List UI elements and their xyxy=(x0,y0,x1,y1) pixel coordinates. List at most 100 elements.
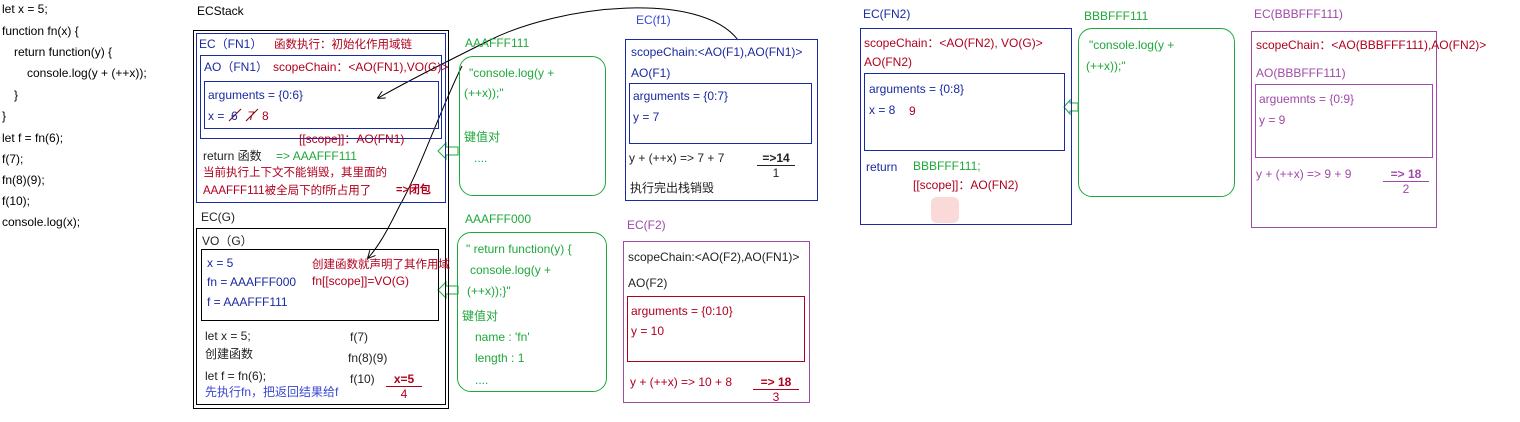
ec-f2-box xyxy=(623,241,810,403)
fn1-return-value: => AAAFFF111 xyxy=(276,149,357,163)
fn-scope-note: fn[[scope]]=VO(G) xyxy=(312,274,410,288)
ec-f1-ao: AO(F1) xyxy=(631,66,671,80)
ao-fn1-arguments: arguments = {0:6} xyxy=(208,88,304,102)
ec-f2-expr: y + (++x) => 10 + 8 xyxy=(630,375,733,389)
code-line: fn(8)(9); xyxy=(2,173,45,187)
vo-g-box xyxy=(201,249,439,321)
ao-fn1-scope-chain: scopeChain：<AO(FN1),VO(G)> xyxy=(273,60,449,74)
heap-000-title: AAAFFF000 xyxy=(465,212,532,226)
ec-bbb-result-den: 2 xyxy=(1402,182,1410,196)
ec-f1-scope-chain: scopeChain:<AO(F1),AO(FN1)> xyxy=(631,45,803,59)
g-call: fn(8)(9) xyxy=(348,351,388,365)
ec-fn1-note: 函数执行：初始化作用域链 xyxy=(274,39,412,51)
ec-f1-arguments: arguments = {0:7} xyxy=(633,89,729,103)
ao-fn1-vars-box xyxy=(204,81,439,129)
ec-fn2-ao-box xyxy=(864,73,1065,151)
heap-111-code-2: (++x));" xyxy=(464,86,504,100)
scope-arrow-f1 xyxy=(378,7,739,98)
ao-fn1-scope-note: [[scope]]：AO(FN1) xyxy=(299,132,405,146)
ec-f2-arguments: arguments = {0:10} xyxy=(631,304,733,318)
ec-f2-result-num: => 18 xyxy=(753,375,799,390)
heap-000-box xyxy=(457,232,607,392)
code-line: } xyxy=(14,88,19,102)
ecstack-box xyxy=(193,30,449,409)
code-line: let f = fn(6); xyxy=(2,131,64,145)
ec-g-box xyxy=(196,228,446,405)
code-line: return function(y) { xyxy=(14,45,113,59)
ao-fn1-x-old-1: 6 xyxy=(231,109,238,123)
ec-bbb-arguments: arguemnts = {0:9} xyxy=(1259,92,1355,106)
heap-bbb-title: BBBFFF111 xyxy=(1084,9,1149,23)
ecstack-title: ECStack xyxy=(197,4,244,18)
g-call: f(7) xyxy=(350,330,368,344)
create-function-note: 创建函数就声明了其作用域 xyxy=(312,259,450,271)
ec-fn2-title: EC(FN2) xyxy=(863,7,911,21)
g-result-num: x=5 xyxy=(386,372,422,387)
g-call: f(10) xyxy=(350,372,375,386)
ec-fn1-title: EC（FN1） xyxy=(199,37,263,51)
ec-bbb-box xyxy=(1251,31,1437,228)
vo-g-fn: fn = AAAFFF000 xyxy=(207,275,297,289)
ec-f1-title: EC(f1) xyxy=(636,13,671,27)
heap-000-code-3: (++x));}" xyxy=(467,284,511,298)
ec-bbb-y: y = 9 xyxy=(1259,113,1286,127)
g-result-den: 4 xyxy=(400,387,408,401)
code-line: f(10); xyxy=(2,194,31,208)
ec-fn2-scope-note: [[scope]]：AO(FN2) xyxy=(913,178,1019,192)
ec-f2-y: y = 10 xyxy=(631,324,665,338)
ec-f1-y: y = 7 xyxy=(633,110,660,124)
ec-f1-expr: y + (++x) => 7 + 7 xyxy=(629,151,725,165)
code-line: console.log(y + (++x)); xyxy=(27,66,147,80)
vo-g-f: f = AAAFFF111 xyxy=(207,295,288,309)
ec-fn2-x-new: 9 xyxy=(909,104,916,118)
search-icon xyxy=(931,197,959,223)
heap-000-code-1: " return function(y) { xyxy=(466,242,572,256)
closure-tag: =>闭包 xyxy=(396,184,431,196)
ec-fn2-scope-chain: scopeChain：<AO(FN2), VO(G)> xyxy=(864,36,1043,50)
heap-111-more: .... xyxy=(474,151,488,165)
heap-bbb-box xyxy=(1078,28,1235,197)
heap-000-name: name : 'fn' xyxy=(475,330,530,344)
heap-000-kv: 键值对 xyxy=(462,309,499,323)
code-line: console.log(x); xyxy=(2,215,81,229)
ec-bbb-title: EC(BBBFFF111) xyxy=(1254,7,1343,21)
ec-f2-result: => 18 3 xyxy=(753,375,799,404)
g-result-fraction: x=5 4 xyxy=(386,372,422,401)
ec-f1-note: 执行完出栈销毁 xyxy=(630,181,715,195)
fn1-return-label: return 函数 xyxy=(203,149,262,163)
heap-111-box xyxy=(459,56,606,196)
code-line: function fn(x) { xyxy=(2,24,79,38)
ec-fn2-arguments: arguments = {0:8} xyxy=(869,82,965,96)
ec-fn1-box xyxy=(196,33,446,203)
ec-bbb-result-num: => 18 xyxy=(1383,167,1429,182)
heap-111-code-1: "console.log(y + xyxy=(469,66,555,80)
ao-fn1-label: AO（FN1） xyxy=(204,60,269,74)
code-line: f(7); xyxy=(2,152,24,166)
heap-000-more: .... xyxy=(475,373,489,387)
vo-g-label: VO（G） xyxy=(202,234,253,248)
ao-fn1-x-current: 8 xyxy=(262,109,269,123)
g-step: let x = 5; xyxy=(205,329,251,343)
ec-g-title: EC(G) xyxy=(201,210,235,224)
ec-f2-scope-chain: scopeChain:<AO(F2),AO(FN1)> xyxy=(628,250,800,264)
ec-fn2-return-value: BBBFFF111; xyxy=(913,159,981,173)
ec-bbb-ao: AO(BBBFFF111) xyxy=(1256,66,1346,80)
ec-bbb-result: => 18 2 xyxy=(1383,167,1429,196)
vo-g-x: x = 5 xyxy=(207,256,234,270)
g-step: let f = fn(6); xyxy=(205,369,267,383)
ec-bbb-ao-box xyxy=(1255,84,1433,158)
code-line: let x = 5; xyxy=(2,2,48,16)
ec-f1-result-num: =>14 xyxy=(757,151,795,166)
ec-f2-title: EC(F2) xyxy=(627,218,666,232)
heap-000-length: length : 1 xyxy=(475,351,525,365)
ec-fn2-ao: AO(FN2) xyxy=(864,55,912,69)
ec-fn2-x: x = 8 xyxy=(869,103,896,117)
heap-bbb-code-1: "console.log(y + xyxy=(1089,38,1175,52)
ec-fn2-box xyxy=(860,28,1072,225)
g-step: 创建函数 xyxy=(205,347,254,361)
ec-fn2-return-label: return xyxy=(866,160,898,174)
ec-f2-ao: AO(F2) xyxy=(628,276,668,290)
heap-bbb-code-2: (++x));" xyxy=(1086,59,1126,73)
scope-arrow-fn xyxy=(368,65,463,258)
ec-f1-ao-box xyxy=(629,83,812,144)
